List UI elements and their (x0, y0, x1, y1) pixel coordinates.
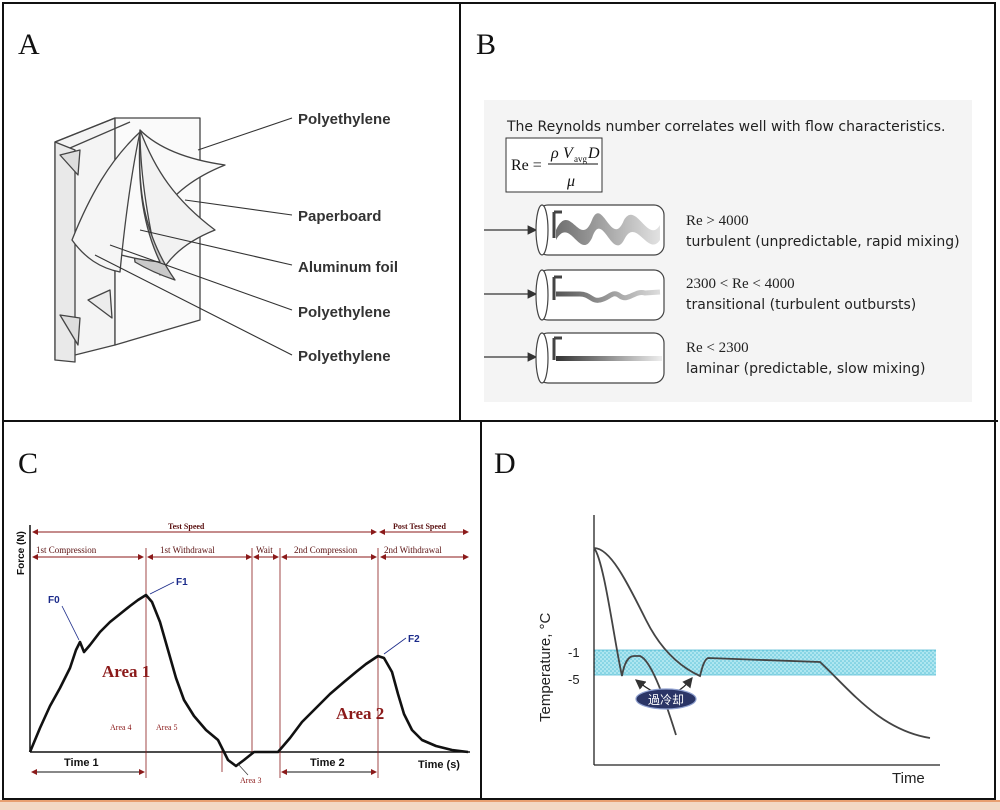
tpa-phase-labels: Test Speed Post Test Speed 1st Compressi… (36, 522, 446, 555)
reynolds-heading: The Reynolds number correlates well with… (506, 119, 945, 135)
tpa-peak-leaders (61, 581, 407, 655)
tpa-force-curve (28, 593, 469, 768)
layer-label-1: Polyethylene (298, 111, 391, 128)
tpa-area-3: Area 3 (240, 776, 262, 785)
tpa-axes (29, 525, 470, 753)
temp-curve-slow (593, 547, 931, 739)
layer-label-3: Aluminum foil (298, 259, 398, 276)
panel-a-letter: A (18, 28, 40, 61)
supercooling-callout-text: 過冷却 (648, 693, 684, 707)
temp-ticks: -1 -5 (568, 645, 580, 687)
regime-turbulent-description: turbulent (unpredictable, rapid mixing) (686, 234, 960, 250)
tpa-area-labels: Area 1 Area 2 Area 3 Area 4 Area 5 (102, 662, 384, 785)
tpa-phase-1: 1st Compression (36, 545, 97, 555)
tpa-phase-5: 2nd Withdrawal (384, 545, 442, 555)
tpa-f2-label: F2 (408, 634, 420, 645)
temp-axes (593, 515, 940, 766)
tpa-f1-label: F1 (176, 577, 188, 588)
tpa-area-2: Area 2 (336, 704, 384, 723)
formula-rho: ρ (550, 145, 559, 162)
reynolds-formula-box (505, 137, 603, 193)
formula-sub: avg (574, 154, 587, 164)
tpa-time-labels: Time 1 Time 2 (64, 757, 345, 769)
tpa-phase-3: Wait (256, 545, 273, 555)
formula-lhs: Re = (511, 157, 542, 174)
temp-tick-minus-5: -5 (568, 672, 580, 687)
regime-laminar-description: laminar (predictable, slow mixing) (686, 361, 925, 377)
layer-label-4: Polyethylene (298, 304, 391, 321)
temp-tick-minus-1: -1 (568, 645, 580, 660)
figure-frame (2, 2, 996, 800)
tpa-area-5: Area 5 (156, 723, 178, 732)
regime-laminar-condition: Re < 2300 (686, 340, 749, 356)
reynolds-formula: Re = ρ V avg D μ (511, 145, 600, 190)
tpa-ylabel: Force (N) (16, 531, 27, 575)
divider-top (459, 2, 461, 422)
layer-label-5: Polyethylene (298, 348, 391, 365)
pipe-turbulent (484, 204, 665, 256)
tpa-phase-2: 1st Withdrawal (160, 545, 215, 555)
divider-middle (2, 420, 998, 422)
regime-turbulent-condition: Re > 4000 (686, 213, 749, 229)
tpa-post-test-speed: Post Test Speed (393, 522, 446, 531)
formula-mu: μ (566, 173, 575, 190)
pipe-transitional (484, 269, 665, 321)
tpa-time-2: Time 2 (310, 757, 345, 769)
tpa-speed-arrows (32, 529, 469, 560)
regime-transitional-description: transitional (turbulent outbursts) (686, 297, 916, 313)
supercooling-callout (635, 688, 697, 710)
tpa-test-speed: Test Speed (168, 522, 205, 531)
tpa-phase-4: 2nd Compression (294, 545, 358, 555)
pipe-laminar (484, 332, 665, 384)
carton-leader-lines (94, 117, 293, 356)
tpa-area-4: Area 4 (110, 723, 132, 732)
tpa-area-1: Area 1 (102, 662, 150, 681)
formula-v: V (563, 145, 575, 162)
supercooling-band (594, 650, 936, 675)
temp-curve-fast (593, 547, 677, 736)
tpa-f0-label: F0 (48, 595, 60, 606)
divider-bottom (480, 420, 482, 800)
bottom-border-band (0, 800, 1000, 810)
layer-label-2: Paperboard (298, 208, 381, 225)
carton-drawing (54, 117, 226, 363)
tpa-area-3-leader (237, 763, 249, 776)
regime-transitional-condition: 2300 < Re < 4000 (686, 276, 795, 292)
temp-xlabel: Time (892, 770, 925, 787)
panel-d-letter: D (494, 447, 516, 480)
tpa-divider-lines (145, 548, 379, 778)
tpa-xlabel: Time (s) (418, 759, 460, 771)
panel-c-letter: C (18, 447, 39, 480)
panel-b-letter: B (476, 28, 497, 61)
tpa-time-1: Time 1 (64, 757, 99, 769)
temp-ylabel: Temperature, °C (537, 612, 554, 722)
formula-d: D (587, 145, 600, 162)
tpa-peak-labels: F0 F1 F2 (48, 577, 420, 645)
carton-labels: Polyethylene Paperboard Aluminum foil Po… (298, 111, 398, 365)
reynolds-regime-labels: Re > 4000 turbulent (unpredictable, rapi… (686, 213, 960, 377)
